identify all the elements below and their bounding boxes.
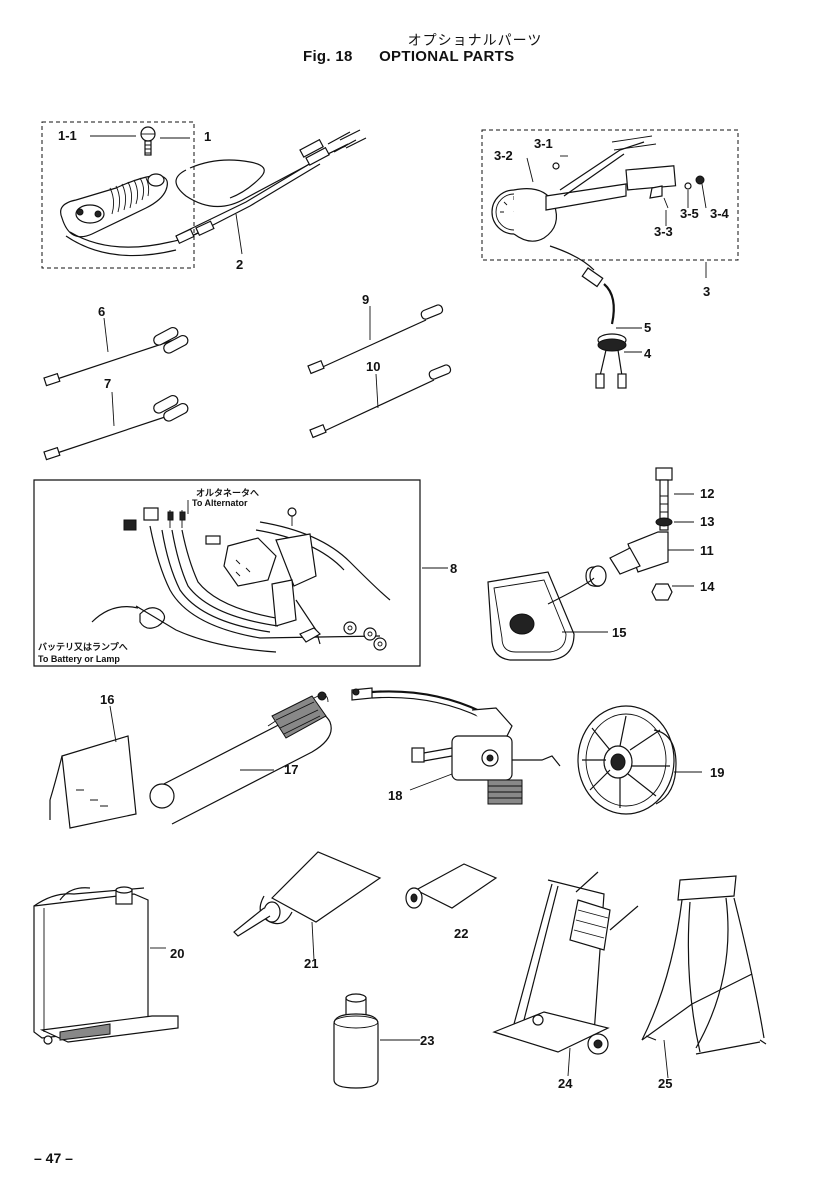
- note-alternator-en: To Alternator: [192, 498, 248, 508]
- callout-10: 10: [366, 359, 380, 374]
- callout-2: 2: [236, 257, 243, 272]
- kit-3-dashed-box: [481, 129, 739, 261]
- part-24-motor-cart: [492, 871, 639, 1055]
- callout-4: 4: [644, 346, 652, 361]
- callout-7: 7: [104, 376, 111, 391]
- callout-19: 19: [710, 765, 724, 780]
- part-8-rectifier-kit: [33, 479, 421, 667]
- part-25-motor-stand: [641, 875, 767, 1055]
- callout-25: 25: [658, 1076, 672, 1091]
- callout-14: 14: [700, 579, 715, 594]
- callout-1: 1: [204, 129, 211, 144]
- callout-21: 21: [304, 956, 318, 971]
- part-17-tool-roll: [149, 691, 332, 825]
- part-1-lighting-coil-kit: [41, 121, 201, 269]
- note-alternator-jp: オルタネータへ: [196, 487, 259, 498]
- callout-3-5: 3-5: [680, 206, 699, 221]
- kit-1-dashed-box: [41, 121, 195, 269]
- page-title: Fig. 18 OPTIONAL PARTS: [303, 48, 514, 65]
- note-battery-en: To Battery or Lamp: [38, 654, 120, 664]
- note-battery-jp: バッテリ又はランプへ: [38, 641, 128, 652]
- part-16-manual-bag: [49, 735, 137, 829]
- page-number: – 47 –: [34, 1150, 73, 1166]
- part-19-flywheel: [577, 705, 677, 815]
- part-4-5-pickup-lead: [549, 245, 627, 389]
- part-9-cable: [307, 304, 444, 375]
- part-13-washer: [655, 517, 673, 527]
- part-14-nut: [651, 583, 673, 601]
- callout-22: 22: [454, 926, 468, 941]
- part-21-grease-tube: [233, 851, 382, 937]
- part-3-tachometer-kit: [481, 129, 739, 261]
- callout-24: 24: [558, 1076, 573, 1091]
- part-15-plate: [487, 571, 595, 661]
- callout-20: 20: [170, 946, 184, 961]
- figure-number: Fig. 18: [303, 48, 353, 65]
- part-10-cable: [309, 364, 452, 439]
- callout-3-4: 3-4: [710, 206, 730, 221]
- part-7-cable: [43, 394, 189, 461]
- callout-6: 6: [98, 304, 105, 319]
- callout-16: 16: [100, 692, 114, 707]
- callout-15: 15: [612, 625, 626, 640]
- part-2-wire-harness: [175, 129, 367, 245]
- part-20-fuel-tank: [33, 886, 179, 1045]
- callout-9: 9: [362, 292, 369, 307]
- callout-3-3: 3-3: [654, 224, 673, 239]
- part-11-bracket: [585, 531, 669, 587]
- callout-13: 13: [700, 514, 714, 529]
- callout-12: 12: [700, 486, 714, 501]
- figure-title: OPTIONAL PARTS: [379, 48, 515, 65]
- callout-17: 17: [284, 762, 298, 777]
- part-6-cable: [43, 326, 189, 387]
- page-title-japanese: オプショナルパーツ: [407, 32, 543, 48]
- callout-18: 18: [388, 788, 402, 803]
- callout-5: 5: [644, 320, 651, 335]
- callout-3: 3: [703, 284, 710, 299]
- callout-11: 11: [700, 543, 714, 558]
- kit-8-box: [33, 479, 421, 667]
- callout-1-1: 1-1: [58, 128, 77, 143]
- part-22-small-tube: [405, 863, 498, 909]
- part-23-oil-can: [333, 993, 379, 1089]
- callout-3-1: 3-1: [534, 136, 553, 151]
- part-12-bolt: [655, 467, 673, 531]
- callout-3-2: 3-2: [494, 148, 513, 163]
- callout-8: 8: [450, 561, 457, 576]
- callout-23: 23: [420, 1033, 434, 1048]
- part-18-fuel-connector: [351, 687, 561, 805]
